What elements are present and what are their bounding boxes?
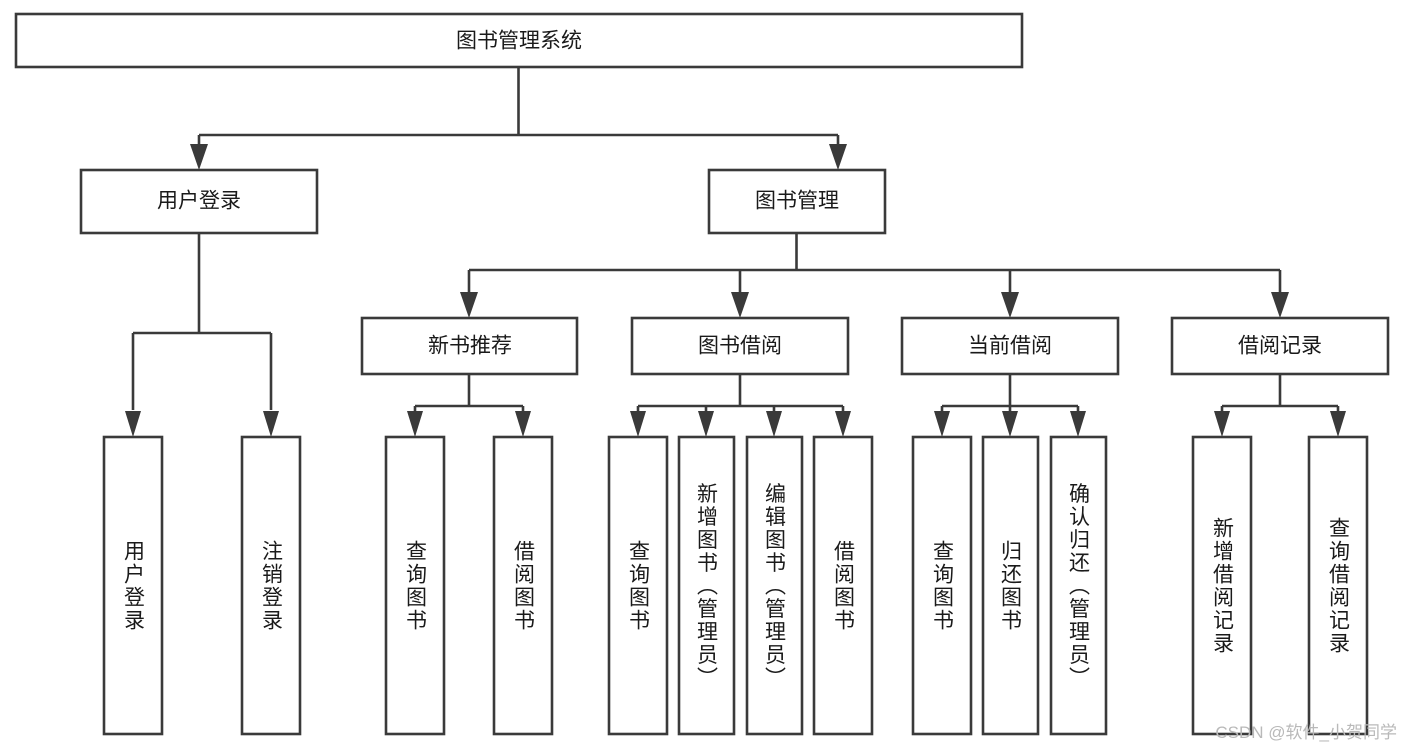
leaf-query-borrow-record-label: 查询借阅记录 <box>1327 517 1351 655</box>
node-borrow-records-box[interactable] <box>1170 316 1390 376</box>
node-book-management[interactable]: 图书管理 <box>707 168 887 235</box>
leaf-borrow-book-borrow[interactable]: 借阅图书 <box>812 435 874 736</box>
leaf-return-book[interactable]: 归还图书 <box>981 435 1040 736</box>
leaf-confirm-return-admin-box[interactable] <box>1049 435 1108 736</box>
connectors-group <box>125 67 1346 437</box>
leaf-add-borrow-record-label: 新增借阅记录 <box>1211 517 1235 655</box>
leaf-borrow-book-borrow-box[interactable] <box>812 435 874 736</box>
arrowhead-leaf-add-record <box>1214 411 1230 437</box>
arrowhead-leaf-user-login <box>125 411 141 437</box>
arrowhead-leaf-query-book-1 <box>407 411 423 437</box>
node-current-borrow-label: 当前借阅 <box>968 335 1052 358</box>
leaf-borrow-book-borrow-label: 借阅图书 <box>832 540 856 632</box>
node-root-system-box[interactable] <box>14 12 1024 69</box>
leaf-query-book-borrow[interactable]: 查询图书 <box>607 435 669 736</box>
leaf-add-borrow-record[interactable]: 新增借阅记录 <box>1191 435 1253 736</box>
leaf-query-book-current[interactable]: 查询图书 <box>911 435 973 736</box>
arrowhead-leaf-return-book <box>1002 411 1018 437</box>
node-book-management-label: 图书管理 <box>755 190 839 213</box>
node-current-borrow-box[interactable] <box>900 316 1120 376</box>
leaf-borrow-book-new[interactable]: 借阅图书 <box>492 435 554 736</box>
leaf-return-book-box[interactable] <box>981 435 1040 736</box>
leaf-query-book-current-box[interactable] <box>911 435 973 736</box>
node-book-borrow-box[interactable] <box>630 316 850 376</box>
arrowhead-leaf-borrow-book-1 <box>515 411 531 437</box>
node-root-system-label: 图书管理系统 <box>456 30 582 53</box>
node-user-login-label: 用户登录 <box>157 190 241 213</box>
arrowhead-borrow-books <box>731 292 749 318</box>
node-root-system[interactable]: 图书管理系统 <box>14 12 1024 69</box>
leaf-query-book-new-box[interactable] <box>384 435 446 736</box>
arrowhead-new-books <box>460 292 478 318</box>
leaf-logout-label: 注销登录 <box>260 540 284 632</box>
leaf-query-book-new-label: 查询图书 <box>404 540 428 632</box>
leaf-confirm-return-admin[interactable]: 确认归还（管理员） <box>1049 435 1108 736</box>
leaf-edit-book-admin[interactable]: 编辑图书（管理员） <box>745 435 804 736</box>
leaf-user-login-box[interactable] <box>102 435 164 736</box>
arrowhead-leaf-borrow-book-2 <box>835 411 851 437</box>
node-borrow-records[interactable]: 借阅记录 <box>1170 316 1390 376</box>
leaf-logout-box[interactable] <box>240 435 302 736</box>
node-new-book-recommend-label: 新书推荐 <box>428 335 512 358</box>
leaf-add-borrow-record-box[interactable] <box>1191 435 1253 736</box>
leaf-query-book-current-label: 查询图书 <box>931 540 955 632</box>
node-new-book-recommend[interactable]: 新书推荐 <box>360 316 579 376</box>
leaf-user-login[interactable]: 用户登录 <box>102 435 164 736</box>
node-book-borrow[interactable]: 图书借阅 <box>630 316 850 376</box>
leaf-query-borrow-record-box[interactable] <box>1307 435 1369 736</box>
node-new-book-recommend-box[interactable] <box>360 316 579 376</box>
arrowhead-leaf-confirm-return <box>1070 411 1086 437</box>
leaf-query-book-borrow-box[interactable] <box>607 435 669 736</box>
arrowhead-leaf-query-book-3 <box>934 411 950 437</box>
node-user-login[interactable]: 用户登录 <box>79 168 319 235</box>
leaf-borrow-book-new-label: 借阅图书 <box>512 540 536 632</box>
node-borrow-records-label: 借阅记录 <box>1238 335 1322 358</box>
leaf-add-book-admin[interactable]: 新增图书（管理员） <box>677 435 736 736</box>
node-user-login-box[interactable] <box>79 168 319 235</box>
arrowhead-leaf-edit-book <box>766 411 782 437</box>
arrowhead-leaf-query-book-2 <box>630 411 646 437</box>
leaf-add-book-admin-label: 新增图书（管理员） <box>695 483 719 690</box>
arrowhead-leaf-add-book <box>698 411 714 437</box>
arrowhead-leaf-logout <box>263 411 279 437</box>
leaf-confirm-return-admin-label: 确认归还（管理员） <box>1067 483 1091 690</box>
arrowhead-book-mgmt <box>829 144 847 170</box>
arrowhead-leaf-query-record <box>1330 411 1346 437</box>
node-current-borrow[interactable]: 当前借阅 <box>900 316 1120 376</box>
leaf-query-book-new[interactable]: 查询图书 <box>384 435 446 736</box>
leaf-add-book-admin-box[interactable] <box>677 435 736 736</box>
arrowhead-current-borrow <box>1001 292 1019 318</box>
leaf-borrow-book-new-box[interactable] <box>492 435 554 736</box>
leaf-query-book-borrow-label: 查询图书 <box>627 540 651 632</box>
leaf-query-borrow-record[interactable]: 查询借阅记录 <box>1307 435 1369 736</box>
node-book-management-box[interactable] <box>707 168 887 235</box>
leaf-edit-book-admin-label: 编辑图书（管理员） <box>763 483 787 690</box>
arrowhead-user-login <box>190 144 208 170</box>
node-book-borrow-label: 图书借阅 <box>698 335 782 358</box>
arrowhead-borrow-records <box>1271 292 1289 318</box>
leaf-return-book-label: 归还图书 <box>999 540 1023 632</box>
leaf-user-login-label: 用户登录 <box>122 540 146 632</box>
leaf-edit-book-admin-box[interactable] <box>745 435 804 736</box>
leaf-logout[interactable]: 注销登录 <box>240 435 302 736</box>
